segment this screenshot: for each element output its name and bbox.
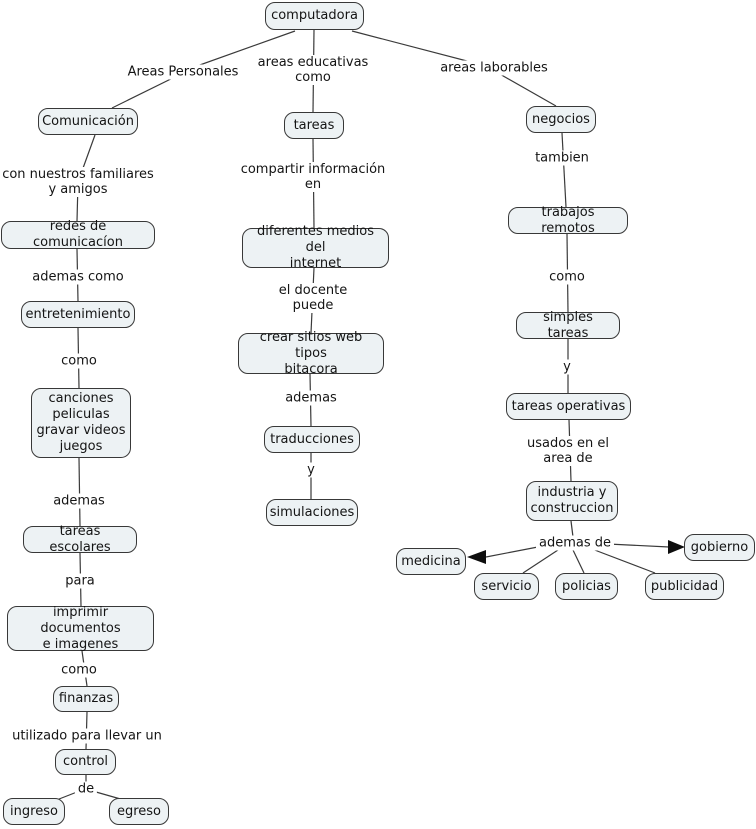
node-ingreso[interactable]: ingreso <box>3 798 65 825</box>
link-label-tambien[interactable]: tambien <box>532 150 592 166</box>
link-label-usados-en-el-area[interactable]: usados en el area de <box>523 436 613 466</box>
node-redes-de-comunicacion[interactable]: redes de comunicacíon <box>1 219 155 250</box>
link-label-compartir-informacion[interactable]: compartir información en <box>237 162 389 192</box>
node-medicina[interactable]: medicina <box>396 548 466 575</box>
link-label-y-middle[interactable]: y <box>304 462 318 478</box>
node-finanzas[interactable]: finanzas <box>53 686 119 712</box>
node-tareas-operativas[interactable]: tareas operativas <box>506 393 631 420</box>
link-label-como-left-1[interactable]: como <box>58 353 100 369</box>
edge-ademasde-gobierno <box>607 543 670 548</box>
node-diferentes-medios[interactable]: diferentes medios del internet <box>242 224 389 271</box>
link-label-el-docente-puede[interactable]: el docente puede <box>275 283 351 313</box>
node-canciones-peliculas[interactable]: canciones peliculas gravar videos juegos <box>31 388 131 458</box>
node-tareas[interactable]: tareas <box>284 112 344 139</box>
node-egreso[interactable]: egreso <box>109 798 169 825</box>
link-label-y-right[interactable]: y <box>560 359 574 375</box>
link-label-como-left-2[interactable]: como <box>58 662 100 678</box>
node-crear-sitios-web[interactable]: crear sitios web tipos bitacora <box>238 330 384 377</box>
link-label-areas-laborables[interactable]: areas laborables <box>437 60 551 76</box>
node-negocios[interactable]: negocios <box>526 106 596 133</box>
arrowhead-medicina <box>467 550 486 564</box>
edge-ademasde-medicina <box>485 545 544 558</box>
arrowhead-gobierno <box>668 540 685 554</box>
link-label-como-right[interactable]: como <box>546 269 588 285</box>
node-entretenimiento[interactable]: entretenimiento <box>21 301 135 328</box>
node-control[interactable]: control <box>55 749 116 775</box>
node-trabajos-remotos[interactable]: trabajos remotos <box>508 205 628 236</box>
link-label-ademas-middle[interactable]: ademas <box>282 390 340 406</box>
node-simples-tareas[interactable]: simples tareas <box>516 310 620 341</box>
edge-areaslaborables-negocios <box>497 72 557 107</box>
edge-computadora-areaspersonales <box>182 30 296 72</box>
node-gobierno[interactable]: gobierno <box>684 534 755 561</box>
edge-canciones-tareasescolares <box>78 457 81 527</box>
link-label-utilizado-para-llevar[interactable]: utilizado para llevar un <box>9 728 165 744</box>
node-computadora[interactable]: computadora <box>265 2 364 30</box>
link-label-areas-educativas[interactable]: areas educativas como <box>254 55 372 85</box>
node-imprimir-documentos[interactable]: imprimir documentos e imagenes <box>7 605 154 652</box>
node-comunicacion[interactable]: Comunicación <box>38 108 138 135</box>
node-traducciones[interactable]: traducciones <box>264 426 360 453</box>
edge-industria-ademasde <box>570 520 574 538</box>
link-label-ademas-como[interactable]: ademas como <box>29 269 127 285</box>
link-label-con-nuestros-familiares[interactable]: con nuestros familiares y amigos <box>0 167 157 197</box>
edge-ademasde-servicio <box>522 549 559 574</box>
link-label-de[interactable]: de <box>74 781 98 797</box>
link-label-ademas-de[interactable]: ademas de <box>535 535 615 551</box>
node-tareas-escolares[interactable]: tareas escolares <box>23 524 137 555</box>
link-label-ademas-left[interactable]: ademas <box>50 493 108 509</box>
node-simulaciones[interactable]: simulaciones <box>266 499 358 526</box>
link-label-para[interactable]: para <box>62 573 98 589</box>
node-publicidad[interactable]: publicidad <box>645 573 724 600</box>
node-industria-construccion[interactable]: industria y construccion <box>526 481 618 521</box>
edge-negocios-trabajos <box>561 132 567 208</box>
link-label-areas-personales[interactable]: Areas Personales <box>124 64 242 80</box>
edge-ademasde-publicidad <box>591 548 656 574</box>
edge-ademasde-policias <box>572 549 585 574</box>
node-policias[interactable]: policias <box>555 573 618 600</box>
node-servicio[interactable]: servicio <box>474 573 539 600</box>
